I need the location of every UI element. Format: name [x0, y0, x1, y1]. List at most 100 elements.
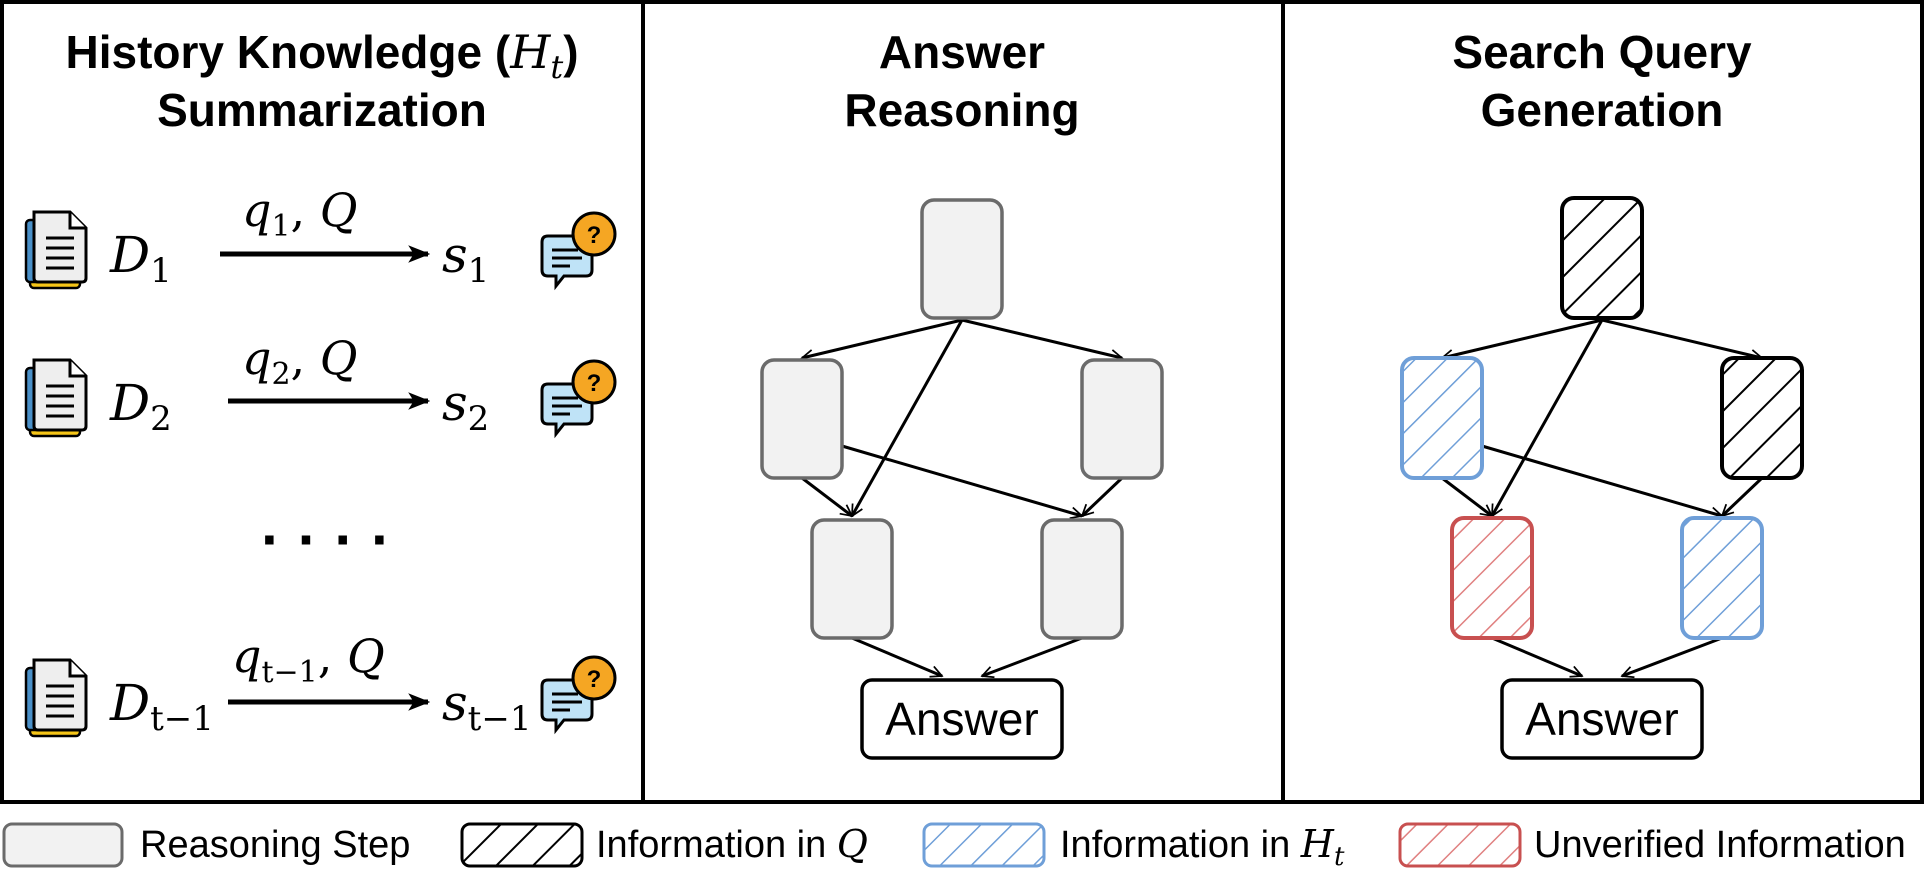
- document-icon: [24, 358, 88, 438]
- doc-label: Dt−1: [109, 674, 214, 739]
- legend-label: Information in Q: [596, 822, 868, 866]
- edge-right-to-bottom-right: [1722, 476, 1764, 516]
- doc-symbol: D: [109, 374, 150, 432]
- edge-top-to-right: [961, 318, 1122, 358]
- legend-swatch-black-hatch: [460, 822, 584, 868]
- summary-subscript: t−1: [468, 699, 532, 739]
- query-label: q1, Q: [242, 183, 358, 244]
- speech-question-mark: ?: [587, 370, 602, 397]
- panel-history-title-line2: Summarization: [157, 84, 487, 136]
- query-cal-symbol: Q: [320, 331, 358, 385]
- legend-item-history-info: Information in Ht: [922, 822, 1345, 872]
- speech-bubble-icon: [540, 655, 617, 732]
- doc-symbol: D: [109, 226, 150, 284]
- panel-search-query-generation: Search Query Generation Answer: [1400, 26, 1804, 760]
- edge-top-to-bottom-left: [1490, 319, 1604, 516]
- query-subscript: t−1: [261, 655, 317, 690]
- reasoning-edges: [801, 318, 1122, 676]
- document-icon: [24, 210, 88, 290]
- panel-history-title: History Knowledge (Ht): [65, 25, 578, 86]
- query-symbol: q: [232, 629, 261, 683]
- summary-label: s2: [442, 374, 489, 439]
- query-answer-label: Answer: [1525, 693, 1678, 745]
- speech-bubble-icon: [540, 211, 617, 288]
- reasoning-answer-node: Answer: [860, 678, 1064, 760]
- doc-subscript: 1: [150, 251, 172, 291]
- legend-swatch-red-hatch: [1398, 822, 1522, 868]
- edge-bottom-left-to-answer: [1491, 636, 1582, 676]
- doc-label: D2: [109, 374, 172, 439]
- legend-math-subscript: t: [1334, 842, 1345, 872]
- history-row-last: Dt−1 qt−1, Q st−1 ?: [24, 629, 617, 739]
- history-title-math-sub: t: [550, 48, 563, 86]
- reasoning-nodes: [760, 198, 1164, 640]
- query-info-node: [1560, 196, 1644, 320]
- legend-swatch-plain: [2, 822, 124, 868]
- edge-left-to-bottom-right: [841, 444, 1082, 516]
- summary-subscript: 2: [468, 399, 490, 439]
- query-nodes: [1400, 196, 1804, 640]
- query-answer-node: Answer: [1500, 678, 1704, 760]
- panel-query-title-line1: Search Query: [1452, 26, 1752, 78]
- panel-query-title-line2: Generation: [1481, 84, 1724, 136]
- panel-history-summarization: History Knowledge (Ht) Summarization D1 …: [24, 25, 617, 739]
- summary-label: s1: [442, 226, 489, 291]
- reasoning-step-node: [1040, 518, 1124, 640]
- history-info-node: [1680, 516, 1764, 640]
- figure-frame: [0, 0, 1924, 804]
- panel-reasoning-title-line2: Reasoning: [844, 84, 1079, 136]
- edge-bottom-right-to-answer: [1622, 636, 1723, 676]
- panel-history-title-line1: History Knowledge (: [65, 26, 510, 78]
- panel-answer-reasoning: Answer Reasoning Answer: [760, 26, 1164, 760]
- edge-left-to-bottom-right: [1481, 444, 1722, 516]
- legend-label-text: Information in: [596, 824, 837, 866]
- legend-swatch-blue-hatch: [922, 822, 1046, 868]
- query-subscript: 2: [271, 357, 290, 392]
- doc-label: D1: [109, 226, 172, 291]
- reasoning-step-node: [1080, 358, 1164, 480]
- reasoning-step-node: [760, 358, 844, 480]
- query-symbol: q: [242, 331, 271, 385]
- summary-symbol: s: [442, 374, 468, 432]
- query-symbol: q: [242, 183, 271, 237]
- document-icon: [24, 658, 88, 738]
- reasoning-answer-label: Answer: [885, 693, 1038, 745]
- query-subscript: 1: [271, 209, 290, 244]
- edge-top-to-left: [802, 318, 963, 358]
- summary-label: st−1: [442, 674, 531, 739]
- speech-question-mark: ?: [587, 222, 602, 249]
- summary-symbol: s: [442, 226, 468, 284]
- history-ellipsis: · · · ·: [261, 506, 391, 573]
- summary-subscript: 1: [468, 251, 490, 291]
- edge-left-to-bottom-left: [1441, 476, 1492, 518]
- legend-math-symbol: H: [1300, 822, 1335, 866]
- summary-symbol: s: [442, 674, 468, 732]
- history-info-node: [1400, 356, 1484, 480]
- query-cal-symbol: Q: [347, 629, 385, 683]
- query-separator: ,: [291, 331, 320, 385]
- legend-item-unverified-info: Unverified Information: [1398, 822, 1906, 868]
- query-edges: [1441, 318, 1764, 676]
- legend-label: Information in Ht: [1060, 822, 1345, 872]
- query-label: qt−1, Q: [232, 629, 385, 690]
- edge-bottom-left-to-answer: [851, 636, 942, 676]
- doc-subscript: t−1: [150, 699, 214, 739]
- legend-math-symbol: Q: [837, 822, 868, 866]
- history-row-2: D2 q2, Q s2 ?: [24, 331, 617, 439]
- query-label: q2, Q: [242, 331, 358, 392]
- edge-top-to-bottom-left: [850, 319, 964, 516]
- legend-label: Reasoning Step: [140, 824, 410, 866]
- speech-question-mark: ?: [587, 666, 602, 693]
- legend: Reasoning Step Information in Q Informat…: [2, 822, 1906, 872]
- unverified-info-node: [1450, 516, 1534, 640]
- reasoning-step-node: [810, 518, 894, 640]
- reasoning-step-node: [920, 198, 1004, 320]
- query-separator: ,: [318, 629, 347, 683]
- query-cal-symbol: Q: [320, 183, 358, 237]
- panel-reasoning-title-line1: Answer: [879, 26, 1045, 78]
- doc-symbol: D: [109, 674, 150, 732]
- edge-left-to-bottom-left: [801, 476, 852, 518]
- history-row-1: D1 q1, Q s1 ?: [24, 183, 617, 291]
- history-title-close: ): [563, 26, 578, 78]
